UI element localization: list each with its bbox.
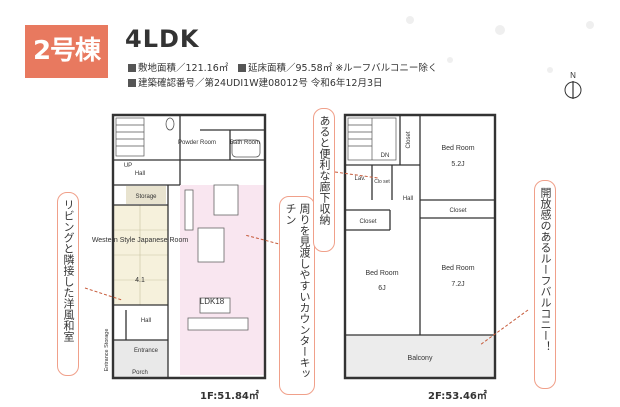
label-balcony: Balcony bbox=[408, 355, 433, 362]
coffee-table bbox=[199, 297, 231, 314]
label-bed3-size: 7.2J bbox=[451, 281, 464, 288]
compass-label: N bbox=[570, 71, 576, 80]
floor2-stairs bbox=[347, 117, 397, 161]
label-bed1: Bed Room bbox=[441, 145, 474, 152]
label-porch: Porch bbox=[132, 370, 148, 376]
bathtub-icon bbox=[231, 139, 261, 158]
label-closet-top: Closet bbox=[406, 131, 412, 148]
callout-japanese-room: リビングと隣接した洋風和室 bbox=[57, 192, 79, 376]
callout-roof-balcony: 開放感のあるルーフバルコニー！ bbox=[534, 180, 556, 389]
floor1-inner-walls bbox=[113, 115, 265, 378]
label-entrance: Entrance bbox=[134, 348, 159, 354]
layout-type: 4LDK bbox=[125, 25, 200, 53]
background-decoration bbox=[406, 16, 594, 73]
callout-counter-kitchen: 周りを見渡しやすいカウンターキッチン bbox=[279, 196, 315, 395]
label-western: Western Style Japanese Room bbox=[92, 237, 189, 244]
site-area: 敷地面積／121.16㎡ bbox=[128, 60, 228, 74]
label-bed1-size: 5.2J bbox=[451, 161, 464, 168]
label-storage: Storage bbox=[135, 194, 157, 200]
floor2-walls bbox=[343, 113, 497, 380]
balcony-floor bbox=[345, 335, 495, 378]
ldk-floor bbox=[180, 185, 265, 375]
label-bed3: Bed Room bbox=[441, 265, 474, 272]
bullet-square-icon bbox=[238, 64, 246, 72]
floor1-walls bbox=[111, 113, 267, 380]
floor2-plan: Closet DN Lav. Clo set Hall Bed Room 5.2… bbox=[343, 113, 497, 380]
label-closet-small: Clo set bbox=[374, 179, 390, 185]
storage-floor bbox=[126, 186, 166, 204]
label-lav: Lav. bbox=[355, 176, 366, 182]
callout-connectors bbox=[84, 171, 529, 346]
label-hall-2f: Hall bbox=[403, 196, 413, 202]
kitchen-counter bbox=[184, 189, 194, 231]
toilet-icon bbox=[165, 117, 175, 131]
dining-table bbox=[197, 227, 225, 263]
label-closet-mid-right: Closet bbox=[449, 208, 466, 214]
label-western-size: 4.1 bbox=[135, 277, 145, 284]
kitchen-island bbox=[213, 184, 239, 216]
floor2-area: 2F:53.46㎡ bbox=[428, 391, 487, 402]
compass-icon: N bbox=[564, 71, 582, 99]
floor-area-total: 延床面積／95.58㎡ ※ルーフバルコニー除く bbox=[238, 60, 437, 74]
floor1-plan: UP Hall Powder Room Bath Room Storage We… bbox=[92, 113, 267, 380]
label-entrance-storage: Entrance Storage bbox=[104, 329, 110, 372]
label-dn: DN bbox=[381, 153, 390, 159]
callout-hall-storage: あると便利な廊下収納 bbox=[313, 108, 335, 252]
label-up: UP bbox=[124, 163, 132, 169]
label-bath: Bath Room bbox=[230, 140, 260, 146]
floor2-inner-walls bbox=[345, 115, 495, 336]
label-bed2-size: 6J bbox=[378, 285, 385, 292]
label-bed2: Bed Room bbox=[365, 270, 398, 277]
tatami-lines bbox=[113, 205, 168, 305]
sofa bbox=[187, 317, 249, 331]
building-badge: 2号棟 bbox=[25, 25, 108, 78]
porch-floor bbox=[113, 340, 168, 378]
label-closet-mid-left: Closet bbox=[359, 219, 376, 225]
bullet-square-icon bbox=[128, 64, 136, 72]
floor1-stairs bbox=[115, 117, 145, 157]
label-hall2-1f: Hall bbox=[141, 318, 151, 324]
floor1-area: 1F:51.84㎡ bbox=[200, 391, 259, 402]
label-hall-1f: Hall bbox=[135, 171, 145, 177]
label-powder: Powder Room bbox=[178, 140, 216, 146]
permit-number: 建築確認番号／第24UDI1W建08012号 令和6年12月3日 bbox=[128, 75, 383, 89]
label-ldk: LDK18 bbox=[200, 297, 225, 306]
bullet-square-icon bbox=[128, 79, 136, 87]
